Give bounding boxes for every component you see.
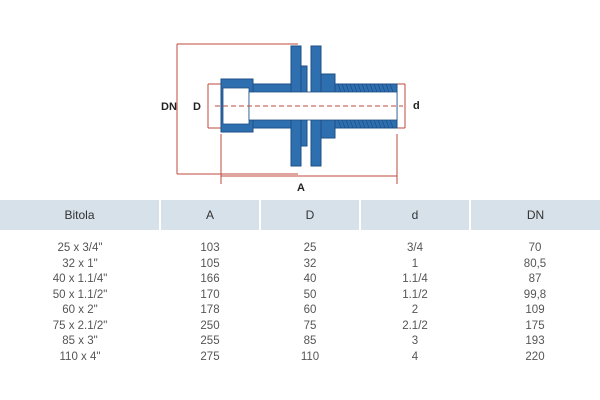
table-row: 60 x 2" 178 60 2 109	[0, 303, 600, 319]
cell-a: 105	[200, 257, 220, 270]
cell-dn: 193	[525, 335, 545, 347]
cell-dn: 87	[528, 273, 542, 285]
cell-bitola: 32 x 1"	[62, 257, 98, 270]
a-label: A	[297, 182, 305, 194]
table-row: 85 x 3" 255 85 3 193	[0, 334, 600, 350]
cell-d-upper: 40	[303, 273, 317, 285]
cell-dn: 175	[525, 319, 545, 332]
table-row: 25 x 3/4" 103 25 3/4 70	[0, 241, 600, 257]
cell-a: 166	[200, 273, 220, 285]
header-d-upper: D	[259, 200, 360, 230]
table-header-row: Bitola A D d DN	[0, 200, 600, 230]
cell-a: 103	[200, 242, 220, 254]
cell-dn: 109	[525, 304, 545, 316]
header-d-lower: d	[359, 200, 470, 230]
d-upper-label: D	[193, 101, 201, 113]
dn-dimension	[176, 43, 298, 175]
cell-dn: 220	[525, 350, 545, 363]
table-row: 40 x 1.1/4" 166 40 1.1/4 87	[0, 272, 600, 288]
cell-a: 255	[200, 335, 220, 347]
cell-a: 170	[200, 288, 220, 301]
technical-drawing: DN D d	[161, 43, 420, 194]
header-bitola: Bitola	[0, 200, 160, 230]
cell-d-upper: 32	[303, 257, 317, 270]
cell-d-lower: 2	[411, 304, 419, 316]
cell-d-lower: 3	[411, 335, 419, 347]
cell-d-upper: 75	[303, 319, 317, 332]
table-row: 32 x 1" 105 32 1 80,5	[0, 257, 600, 273]
cell-d-lower: 1	[411, 257, 419, 270]
cell-a: 250	[200, 319, 220, 332]
cell-d-upper: 60	[303, 304, 317, 316]
header-a: A	[159, 200, 260, 230]
table-row: 50 x 1.1/2" 170 50 1.1/2 99,8	[0, 288, 600, 304]
cell-d-lower: 2.1/2	[402, 319, 428, 332]
dn-label: DN	[161, 101, 177, 113]
table-row: 110 x 4" 275 110 4 220	[0, 350, 600, 366]
cell-d-upper: 85	[303, 335, 317, 347]
adapter-part	[215, 45, 403, 167]
cell-bitola: 50 x 1.1/2"	[52, 288, 108, 301]
cell-d-lower: 4	[411, 350, 419, 363]
a-dimension	[220, 134, 398, 184]
cell-dn: 99,8	[523, 288, 547, 301]
cell-d-upper: 110	[300, 350, 320, 363]
header-dn: DN	[469, 200, 600, 230]
cell-d-lower: 3/4	[407, 242, 423, 254]
cell-bitola: 60 x 2"	[62, 304, 98, 316]
cell-a: 178	[200, 304, 220, 316]
cell-dn: 80,5	[523, 257, 547, 270]
cell-bitola: 25 x 3/4"	[57, 242, 103, 254]
cell-d-upper: 50	[303, 288, 317, 301]
cell-d-lower: 1.1/4	[402, 273, 428, 285]
cell-a: 275	[200, 350, 220, 363]
cell-dn: 70	[528, 242, 542, 254]
cell-d-upper: 25	[303, 242, 317, 254]
cell-bitola: 110 x 4"	[59, 350, 101, 363]
cell-bitola: 85 x 3"	[62, 335, 98, 347]
d-upper-dimension	[207, 83, 222, 129]
d-lower-label: d	[413, 100, 420, 112]
specification-table: Bitola A D d DN 25 x 3/4" 103 25 3/4 70 …	[0, 200, 600, 365]
cell-bitola: 75 x 2.1/2"	[52, 319, 108, 332]
cell-d-lower: 1.1/2	[402, 288, 428, 301]
cell-bitola: 40 x 1.1/4"	[52, 273, 108, 285]
table-row: 75 x 2.1/2" 250 75 2.1/2 175	[0, 319, 600, 335]
